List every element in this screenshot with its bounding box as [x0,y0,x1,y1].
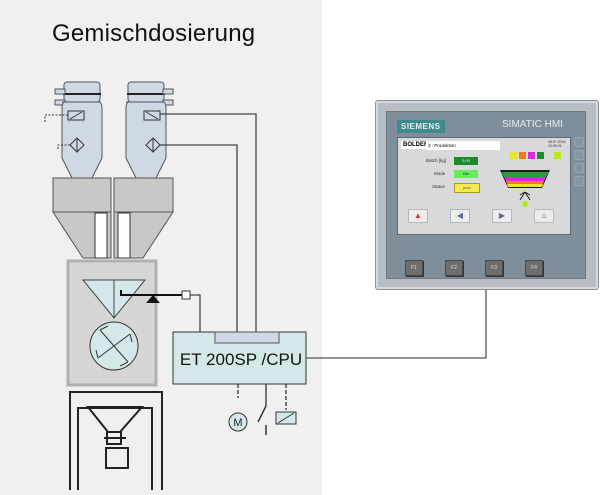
f3-key[interactable]: F3 [485,260,503,276]
hopper-2 [125,81,174,179]
hopper-1 [44,81,103,179]
component-1-indicator [510,152,517,159]
f4-key[interactable]: F4 [525,260,543,276]
bin-indicator [554,152,561,159]
component-3-indicator [528,152,535,159]
mode-label: Mode [434,171,446,176]
side-key[interactable] [574,150,584,160]
date: 08.07.2016 [548,140,566,144]
component-4-indicator [537,152,544,159]
side-key[interactable] [574,137,584,147]
transmitter-icon [181,290,191,300]
cpu-interface-module [214,331,280,344]
hmi-side-keys [574,137,584,197]
siemens-logo: SIEMENS [397,120,445,133]
level-sensor-icon [69,137,85,153]
mixer-icon [89,321,139,371]
motor-icon [228,412,248,432]
profinet-cable [306,288,487,359]
bolder-logo: BOLDER. [401,141,432,149]
hmi-panel: SIEMENS SIMATIC HMI BOLDER. 3 : Produkti… [375,100,599,290]
transmitter-wire [190,294,201,332]
relay-icon [275,411,297,425]
status-value: proc [454,183,480,193]
batch-label: Batch [kg] [426,158,447,163]
valve-wire [160,113,257,332]
f2-key[interactable]: F2 [445,260,463,276]
dosing-units [52,177,174,259]
component-2-indicator [519,152,526,159]
mode-value[interactable]: Bin [454,170,478,178]
side-key[interactable] [574,163,584,173]
mixer-graphic [500,152,561,207]
hmi-screen[interactable]: BOLDER. 3 : Produktion 08.07.2016 10:05:… [397,137,571,235]
solenoid-valve-icon [143,110,161,121]
hmi-bezel: SIEMENS SIMATIC HMI BOLDER. 3 : Produkti… [386,111,586,279]
next-screen-button[interactable]: ▶ [492,209,512,223]
side-key[interactable] [574,176,584,186]
level-sensor-icon [145,137,161,153]
alarm-button[interactable]: ▲ [408,209,428,223]
home-button[interactable]: ⌂ [534,209,554,223]
f1-key[interactable]: F1 [405,260,423,276]
motor-label: M [233,417,242,429]
batch-value[interactable]: 0,00 [454,157,478,165]
datetime: 08.07.2016 10:05:41 [548,140,566,148]
mode-title: 3 : Produktion [426,141,500,150]
diagram-title: Gemischdosierung [52,20,256,47]
load-cell-line [120,290,183,296]
cpu-label: ET 200SP /CPU [179,350,303,369]
time: 10:05:41 [548,144,562,148]
previous-screen-button[interactable]: ◀ [450,209,470,223]
status-label: Status [432,184,445,189]
mixer-unit [66,259,158,387]
load-cell-icon [146,295,160,303]
switch-icon [257,384,267,435]
sensor-wire [160,144,238,332]
weighing-scale-icon [69,391,163,490]
hmi-model-label: SIMATIC HMI [502,119,563,130]
solenoid-valve-icon [67,110,85,121]
